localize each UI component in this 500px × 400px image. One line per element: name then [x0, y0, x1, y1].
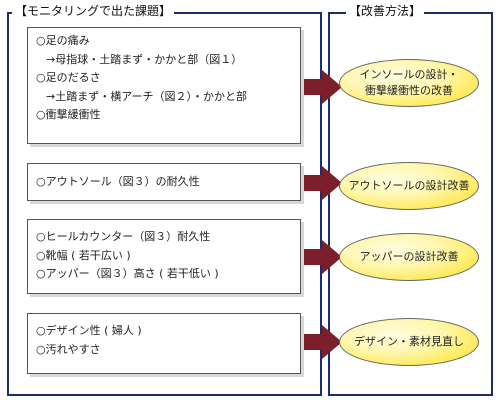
solution-oval-1: インソールの設計・衝撃緩衝性の改善 — [339, 59, 479, 107]
issue-line: ○足の痛み — [36, 34, 90, 47]
right-arrow-icon — [304, 70, 342, 104]
issue-line: ○衝撃緩衝性 — [36, 108, 101, 121]
solution-oval-3: アッパーの設計改善 — [339, 233, 479, 281]
issue-line: ○アッパー（図３）高さ ( 若干低い ) — [36, 267, 219, 280]
solution-oval-4: デザイン・素材見直し — [339, 318, 479, 366]
issue-line: ○靴幅 ( 若干広い ) — [36, 248, 131, 262]
solutions-title: 【改善方法】 — [346, 3, 425, 19]
issue-line: ○ヒールカウンター（図３）耐久性 — [36, 230, 211, 243]
issue-line: →土踏まず・横アーチ（図２）・かかと部 — [46, 89, 248, 103]
issue-card-1: ○足の痛み →母指球・土踏まず・かかと部（図１） ○足のだるさ →土踏まず・横ア… — [27, 27, 301, 144]
issue-line: ○足のだるさ — [36, 71, 101, 84]
issue-line: ○アウトソール（図３）の耐久性 — [36, 175, 200, 188]
solution-text: アッパーの設計改善 — [359, 250, 459, 263]
solution-text: 衝撃緩衝性の改善 — [365, 84, 453, 97]
issue-card-2: ○アウトソール（図３）の耐久性 — [27, 163, 301, 201]
issue-line: →母指球・土踏まず・かかと部（図１） — [46, 52, 243, 66]
issue-line: ○汚れやすさ — [36, 342, 101, 356]
solution-text: アウトソールの設計改善 — [348, 179, 470, 192]
right-arrow-icon — [304, 166, 342, 200]
issues-title: 【モニタリングで出た課題】 — [12, 3, 175, 19]
solution-text: デザイン・素材見直し — [354, 335, 464, 348]
issue-card-3: ○ヒールカウンター（図３）耐久性 ○靴幅 ( 若干広い ) ○アッパー（図３）高… — [27, 219, 301, 294]
issue-line: ○デザイン性 ( 婦人 ) — [36, 324, 142, 337]
issue-card-4: ○デザイン性 ( 婦人 ) ○汚れやすさ — [27, 313, 301, 374]
right-arrow-icon — [304, 240, 342, 274]
solution-text: インソールの設計・ — [359, 68, 459, 81]
right-arrow-icon — [304, 325, 342, 359]
solution-oval-2: アウトソールの設計改善 — [339, 162, 479, 210]
